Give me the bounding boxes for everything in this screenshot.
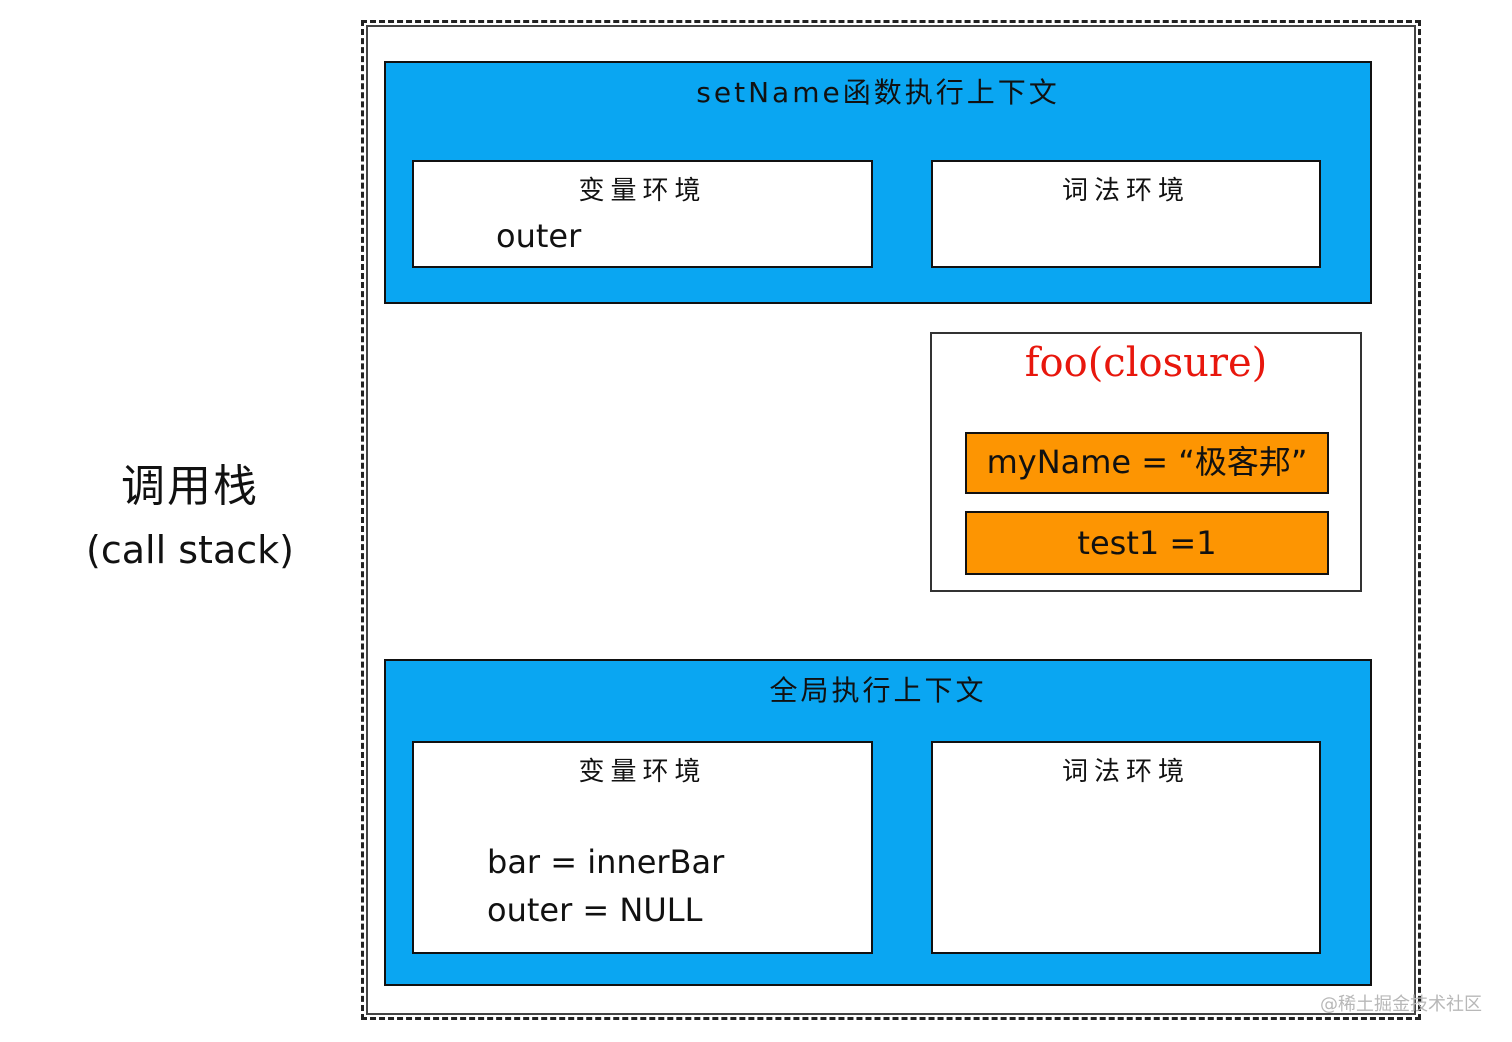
global-lexical-environment: 词法环境 [931, 741, 1321, 954]
setname-variable-outer: outer [496, 217, 582, 255]
global-execution-context: 全局执行上下文 变量环境 bar = innerBar outer = NULL… [384, 659, 1372, 986]
setname-variable-environment: 变量环境 outer [412, 160, 873, 268]
call-stack-label-zh: 调用栈 [121, 461, 259, 512]
setname-lexical-environment: 词法环境 [931, 160, 1321, 268]
global-variable-env-title: 变量环境 [578, 757, 707, 787]
foo-closure: foo(closure) myName = “极客邦” test1 =1 [930, 332, 1362, 592]
global-lexical-env-title: 词法环境 [1061, 757, 1190, 787]
setname-lexical-env-title: 词法环境 [1061, 176, 1190, 206]
global-variable-environment: 变量环境 bar = innerBar outer = NULL [412, 741, 873, 954]
setname-execution-context: setName函数执行上下文 变量环境 outer 词法环境 [384, 61, 1372, 304]
global-variable-bar: bar = innerBar [487, 843, 725, 881]
closure-item-test1: test1 =1 [965, 511, 1329, 575]
watermark: @稀土掘金技术社区 [1320, 994, 1482, 1015]
global-variable-outer: outer = NULL [487, 891, 703, 929]
call-stack-label-en: (call stack) [86, 528, 294, 572]
global-context-title: 全局执行上下文 [769, 674, 987, 707]
setname-variable-env-title: 变量环境 [578, 176, 707, 206]
setname-context-title: setName函数执行上下文 [696, 76, 1060, 109]
call-stack-label: 调用栈 (call stack) [40, 455, 340, 581]
closure-item-myname: myName = “极客邦” [965, 432, 1329, 494]
closure-title: foo(closure) [1024, 340, 1268, 386]
